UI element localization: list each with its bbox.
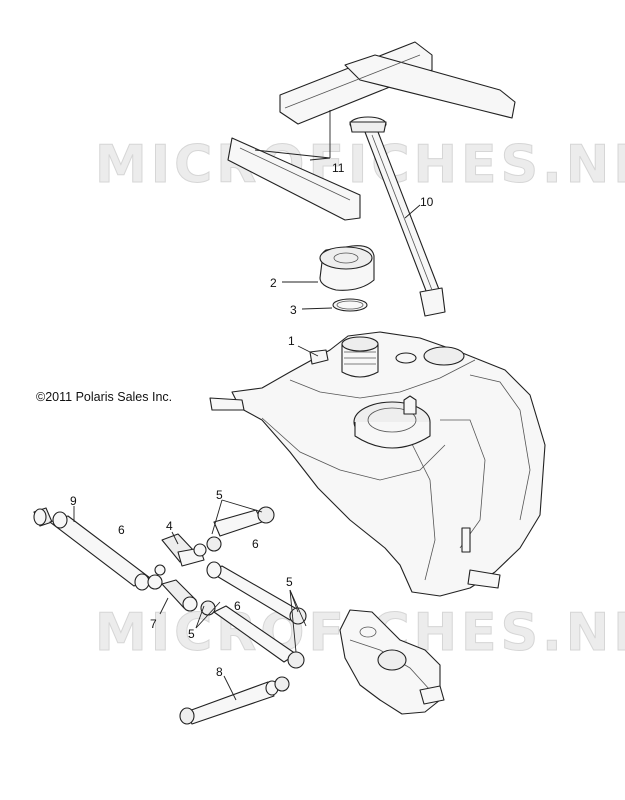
leader-lines: [73, 110, 421, 701]
callout-6-top: 6: [252, 537, 259, 551]
cap-gasket-inner: [336, 300, 364, 310]
callout-2: 2: [270, 276, 277, 290]
fuel-cap: [319, 245, 375, 291]
callout-6-middle: 6: [234, 599, 241, 613]
callout-7: 7: [150, 617, 157, 631]
callouts: 11 10 2 3 1 9 6 4 5 6 7 5 6 5 8: [70, 161, 434, 679]
heat-shield-pads: [227, 41, 516, 221]
callout-8: 8: [216, 665, 223, 679]
callout-10: 10: [420, 195, 434, 209]
callout-4: 4: [166, 519, 173, 533]
callout-3: 3: [290, 303, 297, 317]
callout-5-top: 5: [216, 488, 223, 502]
callout-11: 11: [332, 161, 345, 175]
copyright-notice: ©2011 Polaris Sales Inc.: [36, 390, 172, 404]
fuel-lines: [33, 506, 307, 725]
fuel-pump: [339, 609, 445, 715]
callout-5-right: 5: [286, 575, 293, 589]
callout-9: 9: [70, 494, 77, 508]
callout-5-middle: 5: [188, 627, 195, 641]
callout-6-left: 6: [118, 523, 125, 537]
fuel-tank: [209, 331, 546, 597]
fuel-sender: [349, 116, 446, 317]
callout-1: 1: [288, 334, 295, 348]
watermark-top: MICROFICHES.NET: [95, 135, 625, 195]
